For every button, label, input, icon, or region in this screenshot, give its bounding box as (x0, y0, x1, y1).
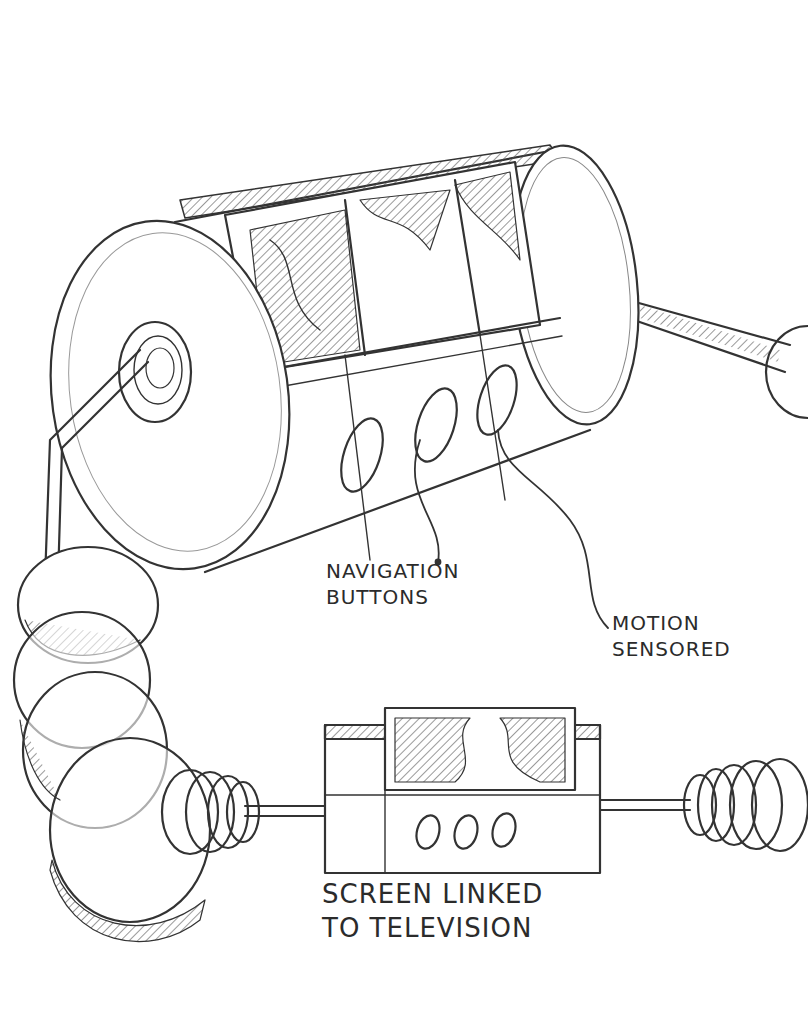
bottom-device (325, 708, 600, 873)
stacked-spheres (14, 547, 210, 942)
left-spring (162, 770, 259, 854)
right-spring (684, 759, 808, 851)
navigation-buttons (333, 361, 524, 497)
callout-label: SCREEN LINKED TO TELEVISION (322, 878, 584, 946)
callout-label: NAVIGATION BUTTONS (326, 558, 491, 610)
leader-lines (415, 430, 608, 628)
left-disk (29, 205, 311, 584)
crank-handle (45, 350, 148, 580)
callout-label: MOTION SENSORED (612, 610, 762, 662)
right-rod (628, 300, 808, 418)
